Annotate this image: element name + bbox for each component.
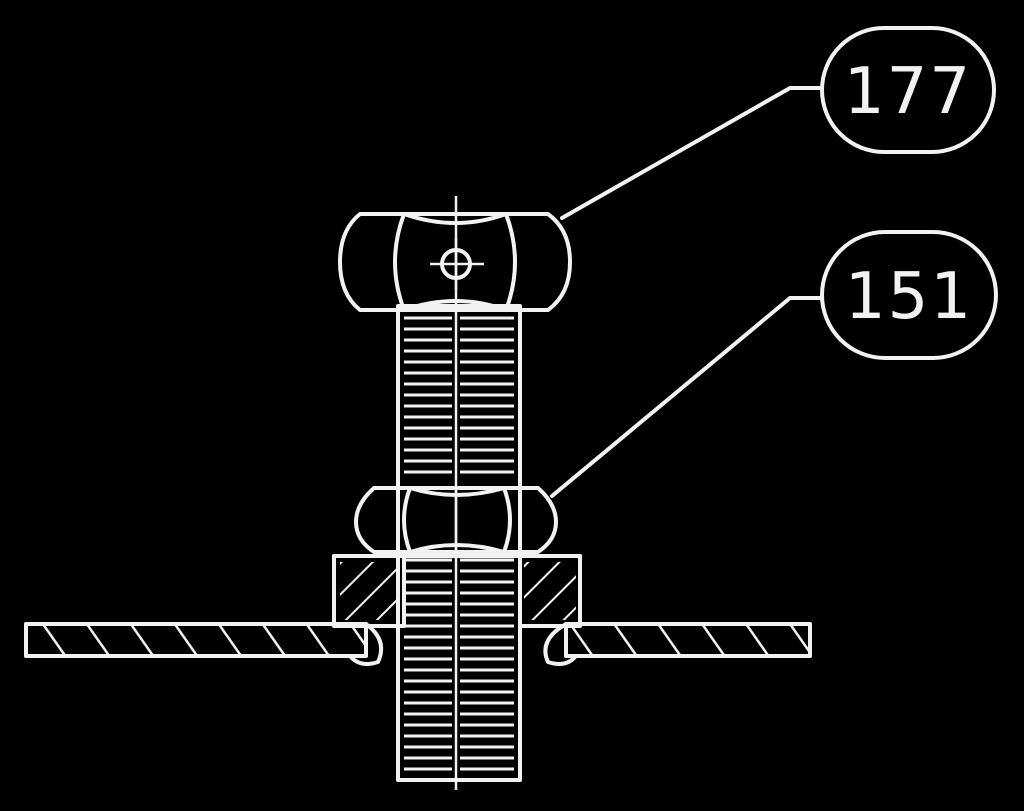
- leader-line-177: [560, 86, 822, 220]
- washer: [332, 554, 582, 628]
- callout-177-label: 177: [844, 55, 972, 129]
- stud-threads: [404, 316, 514, 771]
- base-plate: [24, 622, 812, 666]
- lower-nut: [354, 486, 558, 554]
- callout-151-label: 151: [845, 260, 973, 334]
- callout-151: 151: [820, 230, 998, 360]
- leader-line-151: [550, 296, 824, 498]
- upper-nut: [338, 212, 572, 312]
- callout-177: 177: [820, 26, 996, 154]
